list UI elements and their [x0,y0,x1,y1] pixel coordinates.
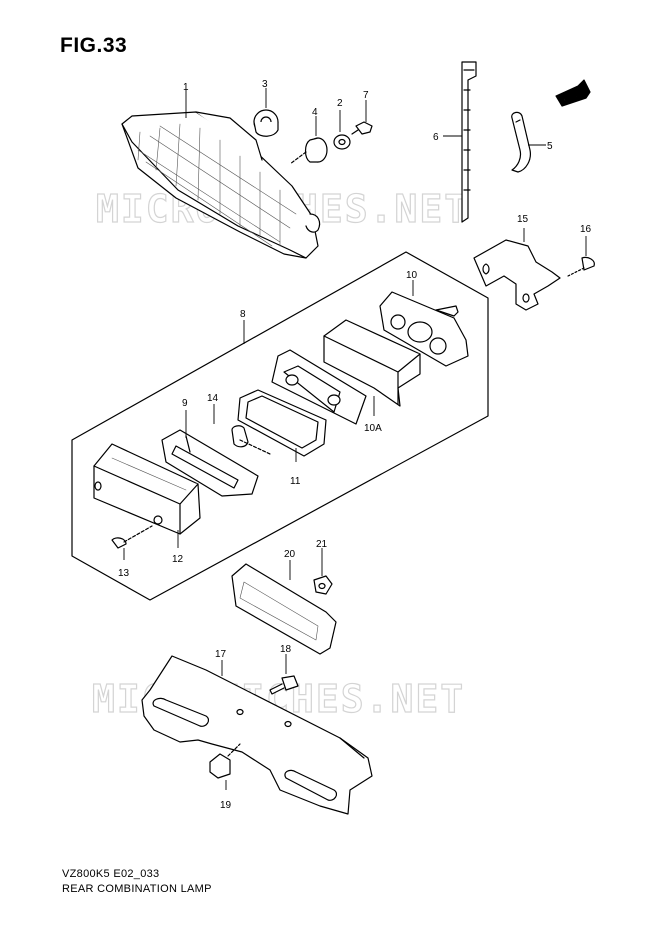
part-4-spacer [289,137,328,165]
callout-17: 17 [215,649,227,660]
part-18-bolt [269,675,299,695]
part-1-lamp-housing [121,111,321,259]
callout-labels: 1 3 4 2 7 6 5 15 16 8 10 10A 9 14 11 12 … [118,79,592,811]
callout-15: 15 [517,214,529,225]
part-16-screw [567,256,595,277]
part-10a-housing [323,319,421,407]
part-6-cable-tie [461,61,477,223]
part-10-bracket-plate [379,291,469,367]
forward-direction-badge: FWD [555,79,591,107]
callout-11: 11 [290,476,301,487]
part-19-nut [209,743,241,779]
part-11-gasket [237,389,327,457]
figure-title: FIG.33 [60,34,128,57]
part-7-screw [351,121,373,135]
model-code: VZ800K5 E02_033 [62,868,160,880]
callout-7: 7 [363,90,369,101]
callout-leaders [123,88,587,790]
part-14-bulb [231,425,271,455]
callout-5: 5 [547,141,553,152]
part-13-screw [111,525,153,549]
diagram-name: REAR COMBINATION LAMP [62,883,212,895]
callout-10: 10 [406,270,418,281]
part-3-grommet [253,109,279,137]
callout-6: 6 [433,132,439,143]
part-15-bracket [473,239,561,311]
callout-14: 14 [207,393,219,404]
callout-4: 4 [312,107,318,118]
callout-8: 8 [240,309,246,320]
part-12-cover [93,443,201,535]
callout-18: 18 [280,644,292,655]
callout-3: 3 [262,79,268,90]
lamp-socket [271,349,367,425]
part-20-reflector [231,563,337,655]
part-9-lens [161,429,259,497]
callout-16: 16 [580,224,592,235]
callout-10a: 10A [364,423,382,434]
part-17-license-bracket [141,655,373,815]
callout-13: 13 [118,568,130,579]
callout-19: 19 [220,800,232,811]
callout-12: 12 [172,554,184,565]
callout-9: 9 [182,398,188,409]
part-21-nut [313,575,333,595]
callout-20: 20 [284,549,296,560]
part-5-clamp [511,111,531,173]
part-2-washer [333,134,351,150]
part-8-assembly-frame [71,251,489,601]
callout-21: 21 [316,539,328,550]
callout-1: 1 [183,82,189,93]
callout-2: 2 [337,98,343,109]
